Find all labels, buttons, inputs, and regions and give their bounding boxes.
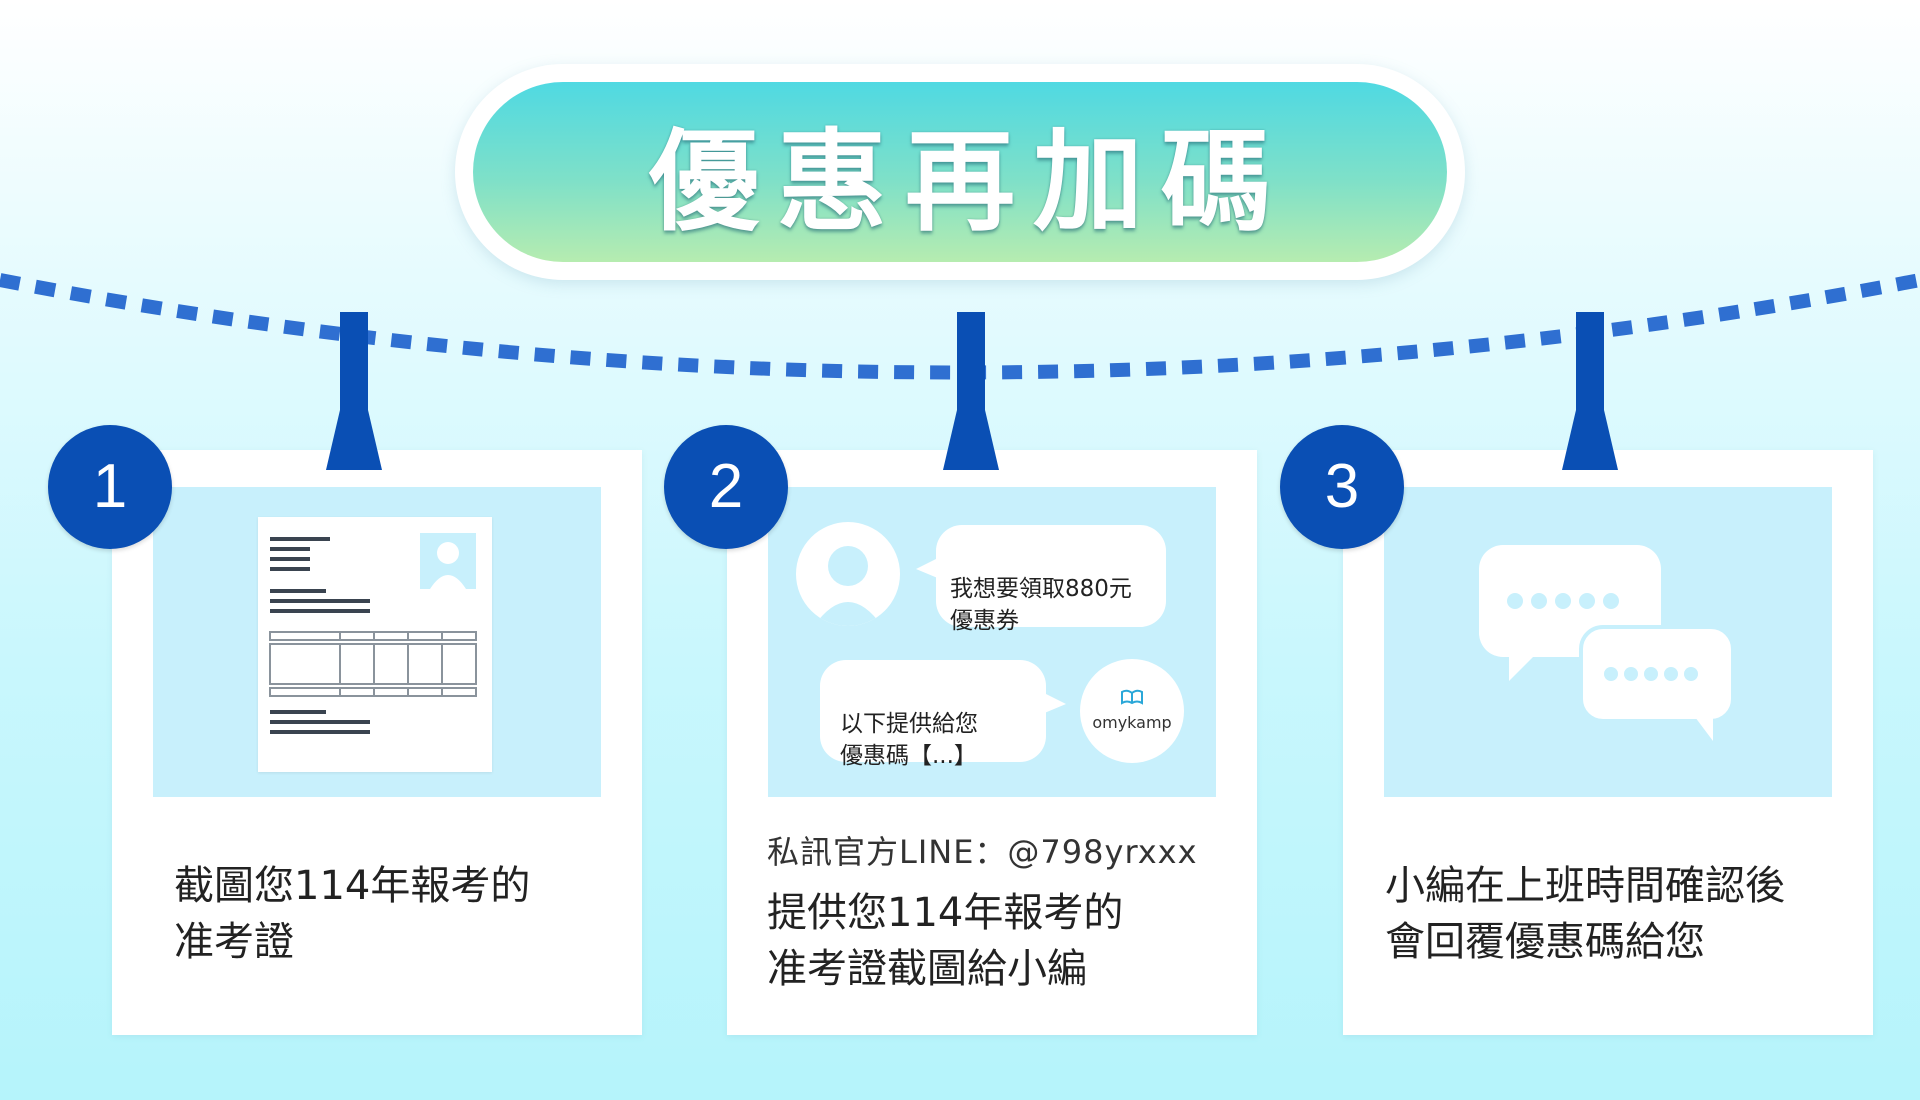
brand-avatar: omykamp — [1080, 659, 1184, 763]
reply-bubble-tail — [1042, 692, 1066, 714]
reply-message-text: 以下提供給您 優惠碼【...】 — [840, 711, 978, 769]
step-card-3: 小編在上班時間確認後 會回覆優惠碼給您 — [1343, 450, 1873, 1035]
step-1-illustration-panel — [153, 487, 601, 797]
reply-message-bubble: 以下提供給您 優惠碼【...】 — [820, 660, 1046, 769]
book-icon — [1121, 689, 1143, 705]
user-avatar-icon — [796, 522, 900, 626]
clothesline-rope — [0, 273, 1920, 380]
user-bubble-tail — [916, 557, 940, 579]
user-message-text: 我想要領取880元 優惠券 — [950, 576, 1132, 634]
step-2-line-contact: 私訊官方LINE：@798yrxxx — [767, 833, 1198, 871]
step-card-2: 我想要領取880元 優惠券 以下提供給您 優惠碼【...】 omykamp 私訊… — [727, 450, 1257, 1035]
step-3-number-badge: 3 — [1280, 425, 1404, 549]
clip-icon — [1562, 312, 1618, 470]
user-message-bubble: 我想要領取880元 優惠券 — [936, 525, 1166, 634]
title-banner-inner: 優惠再加碼 — [473, 82, 1447, 262]
brand-name: omykamp — [1092, 713, 1172, 732]
clip-icon — [943, 312, 999, 470]
title-banner: 優惠再加碼 — [455, 64, 1465, 280]
page-title: 優惠再加碼 — [649, 118, 1289, 246]
document-icon — [258, 517, 492, 772]
step-1-description: 截圖您114年報考的 准考證 — [174, 863, 531, 965]
step-2-description: 提供您114年報考的 准考證截圖給小編 — [767, 890, 1124, 992]
step-2-illustration-panel: 我想要領取880元 優惠券 以下提供給您 優惠碼【...】 omykamp — [768, 487, 1216, 797]
step-card-1: 截圖您114年報考的 准考證 — [112, 450, 642, 1035]
step-1-number-badge: 1 — [48, 425, 172, 549]
clip-icon — [326, 312, 382, 470]
step-3-description: 小編在上班時間確認後 會回覆優惠碼給您 — [1385, 863, 1785, 965]
step-3-illustration-panel — [1384, 487, 1832, 797]
chat-bubbles-icon — [1479, 545, 1735, 741]
step-2-number-badge: 2 — [664, 425, 788, 549]
